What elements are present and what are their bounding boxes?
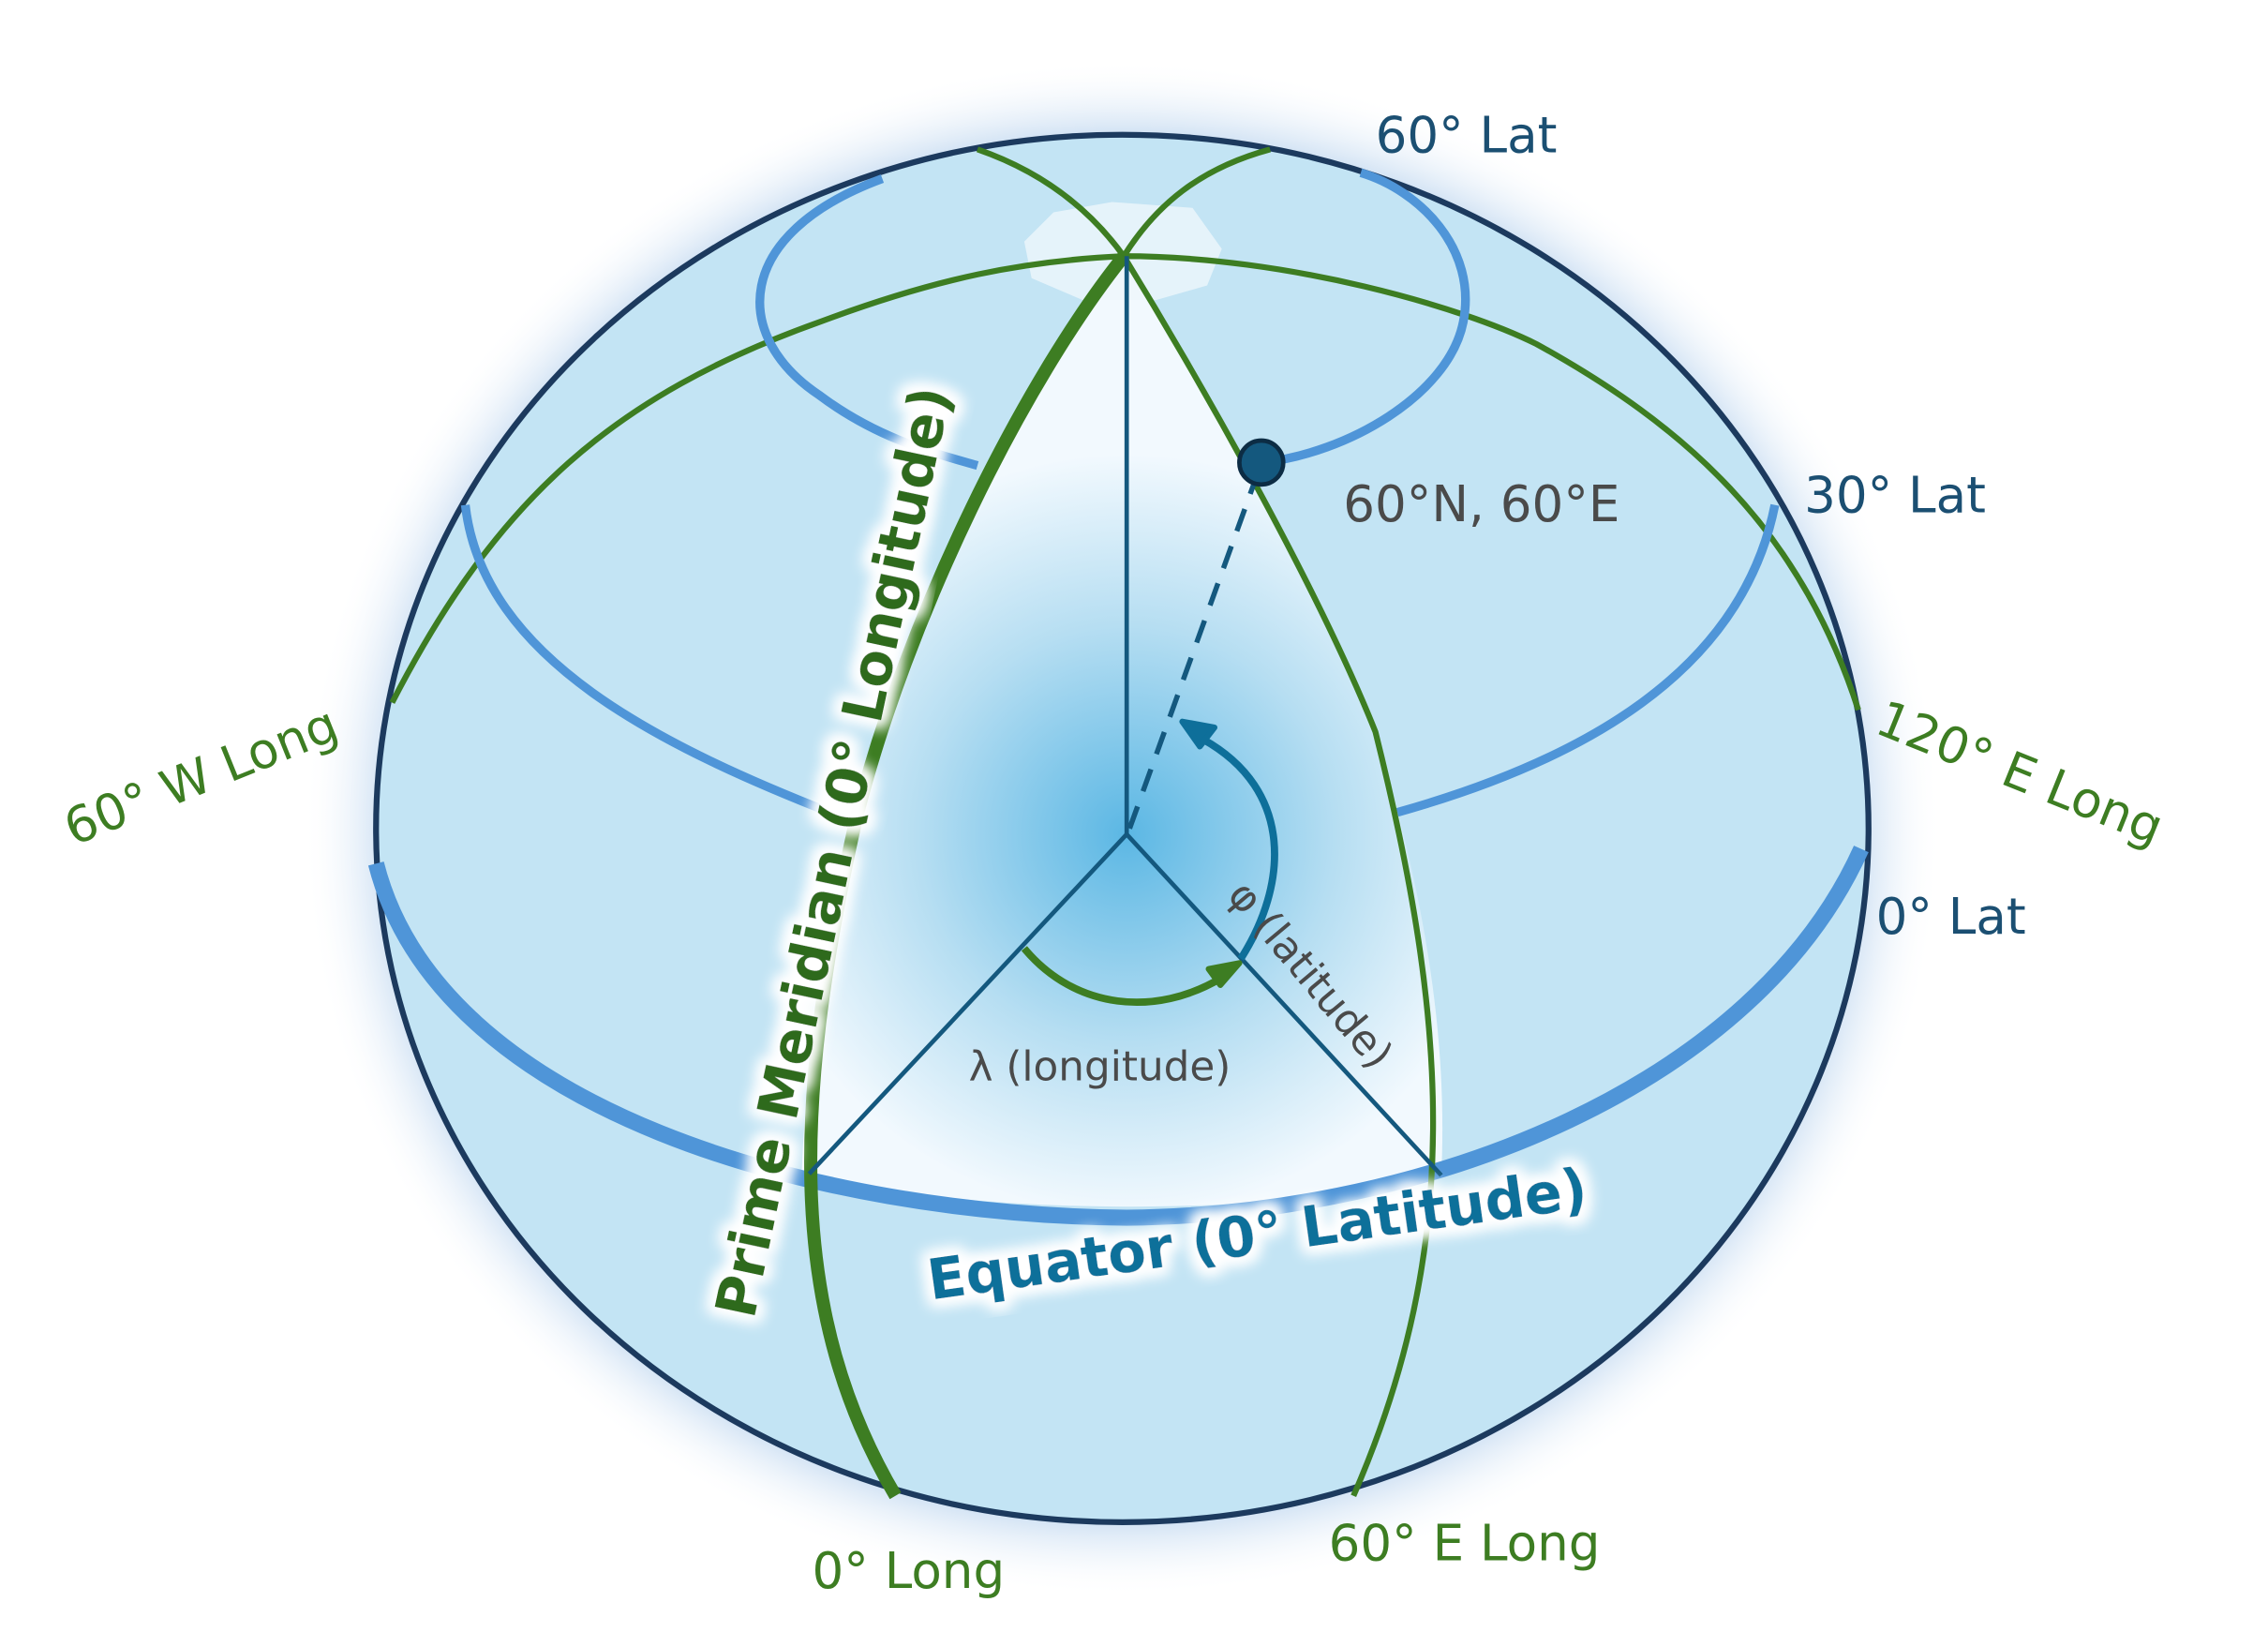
cutaway-wedge — [801, 256, 1443, 1207]
label-lat-60: 60° Lat — [1376, 106, 1558, 164]
location-point — [1237, 438, 1286, 487]
radius-to-prime-meridian — [807, 832, 1128, 1175]
latitude-60-left — [755, 174, 979, 471]
equator-line — [367, 846, 1869, 1226]
radius-to-point-dashed — [1127, 470, 1261, 830]
latitude-angle-arc — [1201, 736, 1278, 961]
latitude-30-left — [460, 504, 851, 824]
meridian-0-top — [976, 146, 1127, 259]
lambda-label: λ (longitude) — [969, 1042, 1231, 1090]
latitude-60-right — [1261, 168, 1470, 468]
meridian-60e-top — [1121, 146, 1272, 258]
label-lat-30: 30° Lat — [1804, 467, 1986, 525]
prime-meridian-line — [804, 251, 1129, 1500]
meridian-60e-line — [1121, 254, 1437, 1497]
longitude-arrowhead — [1205, 960, 1243, 988]
longitude-angle-arc — [1021, 946, 1224, 1006]
point-label: 60°N, 60°E — [1343, 475, 1619, 533]
label-lat-0: 0° Lat — [1876, 888, 2026, 946]
latitude-30-right — [1395, 503, 1780, 817]
label-long-60e: 60° E Long — [1329, 1514, 1601, 1572]
label-long-0: 0° Long — [813, 1542, 1006, 1600]
radius-to-60e — [1125, 832, 1443, 1177]
latitude-arrowhead — [1179, 718, 1217, 750]
label-long-60w: 60° W Long — [56, 695, 346, 857]
